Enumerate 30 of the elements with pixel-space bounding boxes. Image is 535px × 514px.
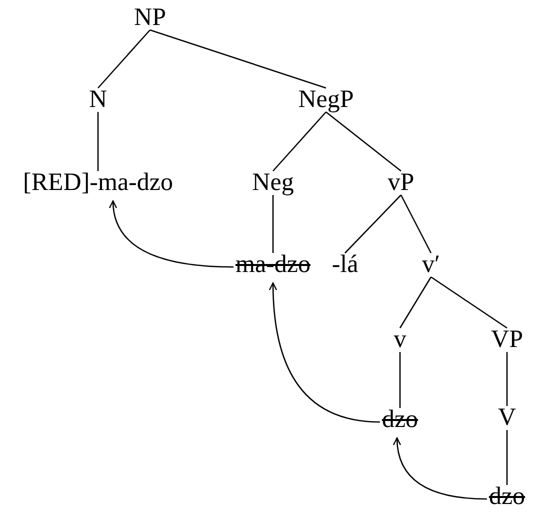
tree-branch	[400, 194, 432, 254]
tree-branch	[399, 276, 432, 328]
tree-branch	[430, 276, 508, 329]
tree-label: V	[498, 404, 516, 432]
tree-branch	[326, 111, 402, 172]
tree-branch	[344, 194, 402, 254]
tree-branch	[272, 195, 274, 253]
tree-branch	[150, 29, 326, 89]
trace-label: ma-dzo	[236, 251, 310, 279]
movement-arrow	[109, 200, 234, 268]
tree-label: vP	[388, 169, 414, 197]
trace-label: dzo	[382, 406, 418, 434]
movement-arrow	[269, 282, 380, 423]
tree-label: v′	[422, 251, 440, 279]
tree-branch	[506, 430, 508, 485]
tree-branch	[506, 352, 508, 406]
tree-branch	[272, 112, 326, 172]
tree-label: Neg	[252, 169, 294, 197]
tree-label: [RED]-ma-dzo	[23, 169, 173, 197]
trace-label: dzo	[488, 483, 526, 511]
tree-label: v	[394, 326, 406, 354]
tree-label: -lá	[332, 251, 358, 279]
tree-label: VP	[491, 326, 523, 354]
tree-branch	[399, 352, 401, 408]
tree-label: NegP	[298, 86, 354, 114]
tree-branch	[98, 30, 150, 88]
tree-branch	[97, 112, 99, 171]
tree-label: NP	[134, 4, 166, 32]
movement-arrow	[393, 437, 487, 500]
tree-label: N	[88, 86, 108, 114]
